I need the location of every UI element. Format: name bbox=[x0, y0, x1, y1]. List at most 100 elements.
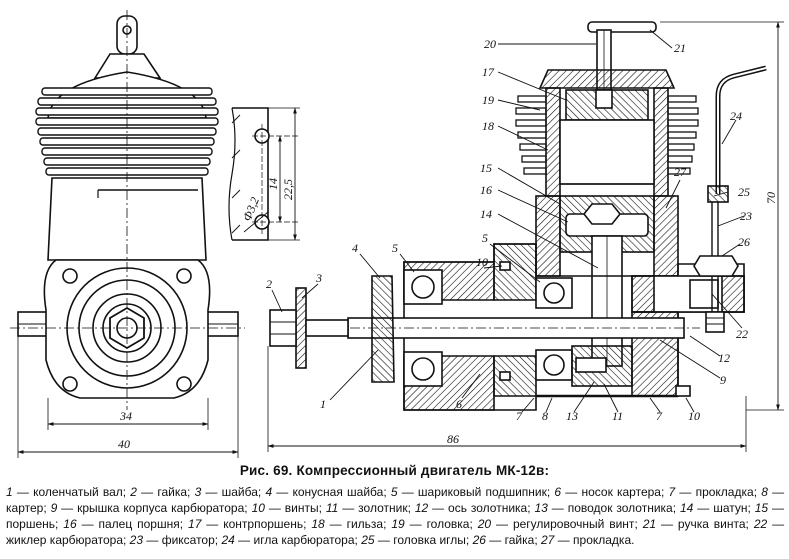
legend-item-text: картер bbox=[6, 501, 44, 515]
legend-item-number: 8 bbox=[761, 485, 768, 499]
callout-8: 8 bbox=[542, 409, 548, 423]
legend-item-text: шайба bbox=[221, 485, 258, 499]
dim-side-total-height: 70 bbox=[764, 192, 778, 204]
callout-5a: 5 bbox=[392, 241, 398, 255]
callout-4: 4 bbox=[352, 241, 358, 255]
engine-drawing: 34 40 14 22,5 Ф3,2 bbox=[10, 10, 784, 458]
carburetor-jet bbox=[689, 279, 719, 309]
callout-5b: 5 bbox=[482, 231, 488, 245]
legend-item-text: золотник bbox=[358, 501, 408, 515]
callout-10b: 10 bbox=[688, 409, 700, 423]
legend-item-number: 25 bbox=[361, 533, 375, 547]
callout-26: 26 bbox=[738, 235, 750, 249]
front-crankcase-bolt-bl bbox=[62, 376, 78, 392]
callout-25: 25 bbox=[738, 185, 750, 199]
legend-item-text: гайка bbox=[157, 485, 188, 499]
carburetor-needle bbox=[715, 65, 767, 194]
shaft-nut bbox=[269, 309, 297, 347]
legend-item-number: 13 bbox=[534, 501, 548, 515]
legend-item-text: шатун bbox=[713, 501, 748, 515]
legend-item-number: 17 bbox=[188, 517, 202, 531]
shaft-washer bbox=[295, 287, 307, 369]
callout-14: 14 bbox=[480, 207, 492, 221]
legend-item-text: коленчатый вал bbox=[33, 485, 123, 499]
legend-item-text: поршень bbox=[6, 517, 56, 531]
callout-18: 18 bbox=[482, 119, 494, 133]
legend-item-text: гайка bbox=[504, 533, 535, 547]
legend-item-number: 27 bbox=[540, 533, 555, 547]
piston-pin-nut bbox=[582, 203, 622, 225]
callout-19: 19 bbox=[482, 93, 494, 107]
legend-item-number: 11 bbox=[325, 501, 339, 515]
legend-item-number: 12 bbox=[414, 501, 429, 515]
legend-item-number: 23 bbox=[129, 533, 144, 547]
legend-item-text: винты bbox=[284, 501, 319, 515]
legend-item-number: 22 bbox=[753, 517, 768, 531]
callout-13: 13 bbox=[566, 409, 578, 423]
callout-21: 21 bbox=[674, 41, 686, 55]
needle-nut bbox=[693, 255, 739, 277]
needle-head bbox=[707, 185, 729, 203]
legend-item-text: прокладка bbox=[573, 533, 632, 547]
mount-detail bbox=[228, 107, 300, 241]
legend-item-number: 3 bbox=[194, 485, 202, 499]
legend-item-text: головка иглы bbox=[393, 533, 466, 547]
callout-11: 11 bbox=[612, 409, 623, 423]
legend-item-number: 20 bbox=[477, 517, 492, 531]
figure-legend: 1 — коленчатый вал; 2 — гайка; 3 — шайба… bbox=[6, 485, 785, 547]
legend-item-number: 19 bbox=[391, 517, 405, 531]
legend-item-text: гильза bbox=[346, 517, 384, 531]
legend-item-number: 4 bbox=[265, 485, 273, 499]
section-head bbox=[538, 69, 676, 89]
dim-front-total-width: 40 bbox=[118, 437, 130, 451]
front-view bbox=[10, 10, 245, 458]
callout-7b: 7 bbox=[656, 409, 663, 423]
legend-item-text: головка bbox=[426, 517, 470, 531]
legend-item-number: 26 bbox=[472, 533, 486, 547]
legend-item-text: игла карбюратора bbox=[253, 533, 355, 547]
legend-item-text: палец поршня bbox=[98, 517, 180, 531]
legend-item-text: ручка винта bbox=[677, 517, 746, 531]
callout-20: 20 bbox=[484, 37, 496, 51]
front-cylinder-body bbox=[47, 177, 207, 261]
callout-23: 23 bbox=[740, 209, 752, 223]
dim-front-inner-width: 34 bbox=[119, 409, 132, 423]
cylinder-wall-left bbox=[545, 87, 561, 197]
callout-7a: 7 bbox=[516, 409, 523, 423]
legend-item-text: регулировочный винт bbox=[512, 517, 635, 531]
dim-mount-height: 22,5 bbox=[281, 179, 295, 200]
legend-item-number: 10 bbox=[251, 501, 265, 515]
legend-item-text: жиклер карбюратора bbox=[6, 533, 123, 547]
callout-15: 15 bbox=[480, 161, 492, 175]
legend-item-number: 15 bbox=[754, 501, 769, 515]
legend-item-number: 5 bbox=[390, 485, 398, 499]
legend-item-text: носок картера bbox=[581, 485, 661, 499]
leader-lines bbox=[271, 29, 745, 413]
figure-caption: Рис. 69. Компрессионный двигатель МК-12в… bbox=[239, 463, 550, 478]
legend-item-text: конусная шайба bbox=[292, 485, 384, 499]
callout-16: 16 bbox=[480, 183, 492, 197]
callout-3: 3 bbox=[315, 271, 322, 285]
dim-mount-hole-spacing: 14 bbox=[266, 178, 280, 190]
callout-2: 2 bbox=[266, 277, 272, 291]
legend-item-number: 14 bbox=[679, 501, 694, 515]
legend-item-number: 2 bbox=[130, 485, 137, 499]
legend-item-number: 1 bbox=[6, 485, 13, 499]
legend-item-text: поводок золотника bbox=[567, 501, 673, 515]
legend-item-number: 24 bbox=[221, 533, 235, 547]
cylinder-bore bbox=[559, 119, 655, 185]
legend-item-text: фиксатор bbox=[161, 533, 215, 547]
dim-side-total-length: 86 bbox=[447, 432, 459, 446]
callout-6: 6 bbox=[456, 397, 462, 411]
front-crankcase-bolt-tl bbox=[62, 268, 78, 284]
cylinder-wall-right bbox=[653, 87, 669, 197]
legend-item-number: 7 bbox=[668, 485, 676, 499]
section-fins-right bbox=[667, 95, 699, 175]
callout-17: 17 bbox=[482, 65, 495, 79]
legend-item-number: 6 bbox=[554, 485, 562, 499]
legend-item-text: контрпоршень bbox=[223, 517, 304, 531]
callout-1: 1 bbox=[320, 397, 326, 411]
callout-27: 27 bbox=[674, 165, 687, 179]
callout-9: 9 bbox=[720, 373, 726, 387]
front-crankcase-bolt-br bbox=[176, 376, 192, 392]
